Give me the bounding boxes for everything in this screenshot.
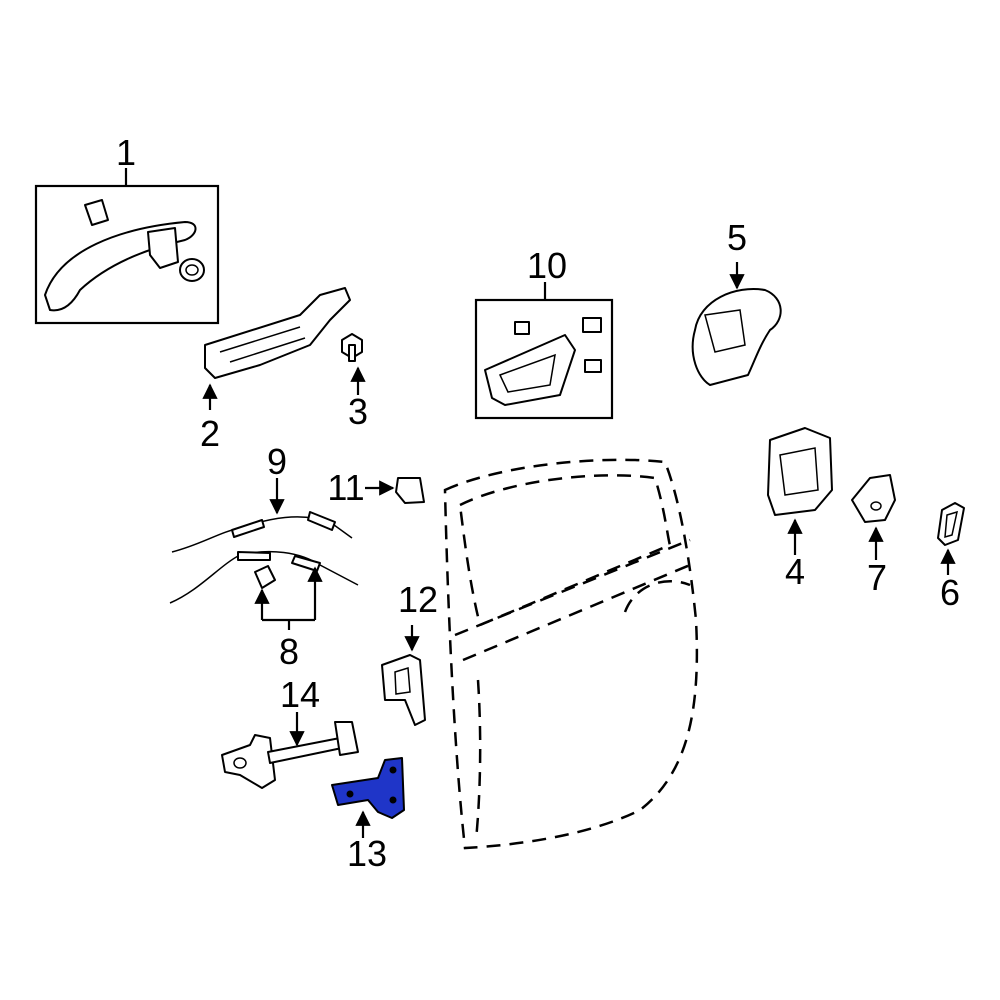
callout-10: 10	[527, 245, 567, 286]
callout-6: 6	[940, 572, 960, 613]
part-8-lower-cable[interactable]	[169, 550, 359, 604]
rear-door-outline	[443, 458, 699, 850]
part-3-bolt[interactable]	[341, 333, 363, 362]
part-9-upper-cable[interactable]	[171, 511, 353, 553]
part-11-pad[interactable]	[395, 477, 425, 504]
callout-1: 1	[116, 132, 136, 173]
part-10-inside-handle[interactable]	[474, 298, 614, 420]
callout-3: 3	[348, 391, 368, 432]
callout-8: 8	[279, 631, 299, 672]
callout-14: 14	[280, 674, 320, 715]
part-4-door-latch[interactable]	[767, 427, 833, 516]
part-6-striker-cover[interactable]	[937, 502, 965, 546]
part-14-door-check[interactable]	[221, 721, 359, 789]
callout-13: 13	[347, 833, 387, 874]
part-5-lock-actuator[interactable]	[691, 288, 782, 386]
callout-12: 12	[398, 579, 438, 620]
part-2-handle-base[interactable]	[204, 287, 351, 379]
callout-5: 5	[727, 217, 747, 258]
callout-11: 11	[327, 467, 364, 508]
part-13-lower-hinge[interactable]	[331, 757, 405, 819]
leader-8	[254, 566, 323, 630]
part-7-striker[interactable]	[851, 474, 896, 523]
callout-4: 4	[785, 551, 805, 592]
part-12-upper-hinge[interactable]	[381, 654, 426, 726]
part-1-outside-handle[interactable]	[34, 184, 220, 325]
callout-2: 2	[200, 413, 220, 454]
callout-9: 9	[267, 441, 287, 482]
callout-7: 7	[867, 557, 887, 598]
